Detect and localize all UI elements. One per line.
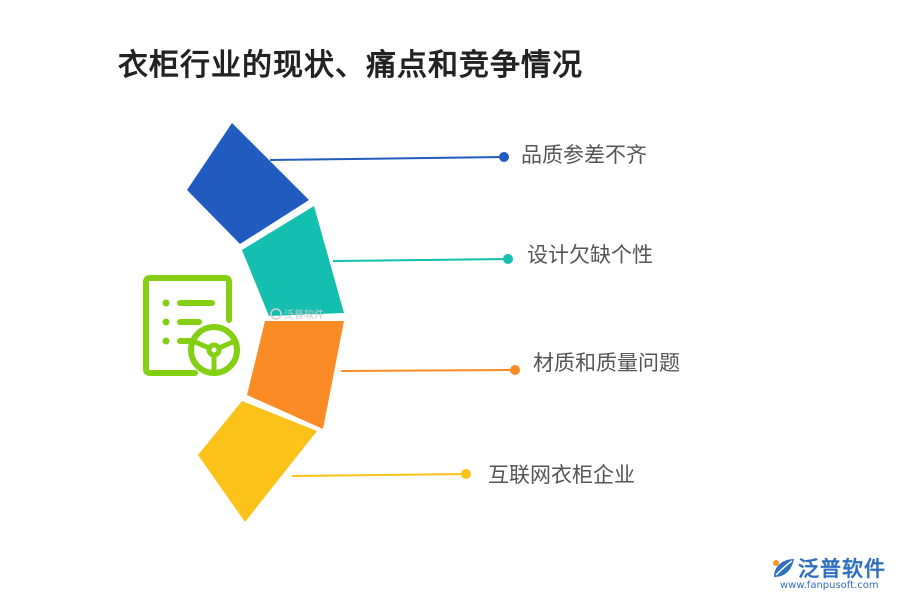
segment-2-shape: [242, 206, 344, 316]
segment-3[interactable]: 材质和质量问题: [247, 321, 680, 429]
brand-logo[interactable]: 泛普软件 www.fanpusoft.com: [770, 553, 894, 597]
segment-label-2: 设计欠缺个性: [527, 243, 653, 267]
segment-label-1: 品质参差不齐: [521, 143, 647, 167]
segment-1-shape: [187, 123, 309, 244]
connector-4: [291, 473, 467, 477]
logo-url: www.fanpusoft.com: [780, 580, 879, 591]
checklist-steering-wheel-icon: [143, 275, 240, 376]
connector-3: [340, 369, 516, 372]
page-title: 衣柜行业的现状、痛点和竞争情况: [118, 48, 583, 83]
connector-2: [332, 258, 509, 262]
segment-label-3: 材质和质量问题: [533, 351, 680, 375]
segment-label-4: 互联网衣柜企业: [488, 463, 635, 487]
segment-4-shape: [198, 401, 317, 522]
segment-4[interactable]: 互联网衣柜企业: [198, 401, 635, 522]
segment-2[interactable]: 设计欠缺个性: [242, 206, 653, 316]
logo-name: 泛普软件: [798, 557, 886, 581]
watermark: 泛普软件: [270, 308, 324, 321]
connector-dot-1: [499, 152, 509, 162]
connector-1: [269, 156, 505, 161]
segment-3-shape: [247, 321, 344, 429]
logo-leaf-icon: [773, 559, 794, 577]
connector-dot-2: [503, 254, 513, 264]
watermark-text: 泛普软件: [284, 308, 324, 321]
connector-dot-3: [510, 365, 520, 375]
segment-1[interactable]: 品质参差不齐: [187, 123, 647, 244]
connector-dot-4: [461, 469, 471, 479]
